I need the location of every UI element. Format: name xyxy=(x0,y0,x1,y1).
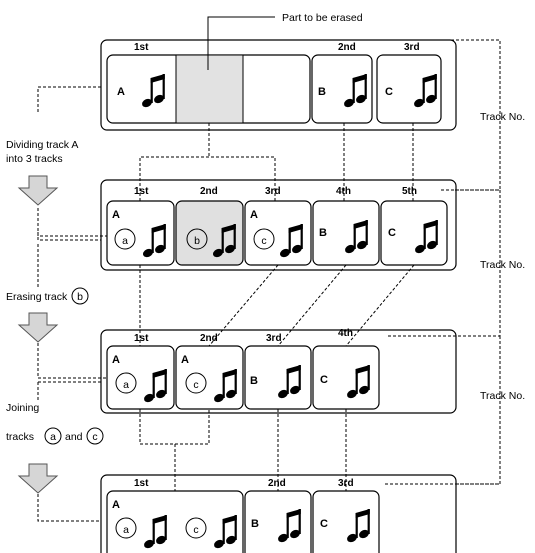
row-1: 1st 2nd 3rd A B C xyxy=(100,39,457,131)
row-3-letter-4: C xyxy=(320,374,328,386)
down-arrow-icon xyxy=(18,312,58,343)
row-2-ordinal-3: 3rd xyxy=(265,186,281,197)
row-3-circle-2 xyxy=(185,372,207,394)
row-3-letter-2: A xyxy=(181,354,189,366)
joining-circle-a xyxy=(44,427,62,445)
row-2-letter-1: A xyxy=(112,209,120,221)
row-2-circle-1 xyxy=(114,228,136,250)
row-1-track-b xyxy=(311,54,373,124)
track-no-brackets: Track No. Track No. Track No. xyxy=(385,39,525,485)
callout-label: Part to be erased xyxy=(282,12,363,24)
callout-leader xyxy=(207,16,275,70)
joining-tracks-label: tracks xyxy=(6,431,34,443)
left-step-path xyxy=(37,86,107,522)
dividing-line-1: Dividing track A xyxy=(6,139,78,151)
dividing-line-2: into 3 tracks xyxy=(6,153,63,165)
row-2-ordinal-1: 1st xyxy=(134,186,149,197)
row-1-ordinal-2: 2nd xyxy=(338,42,356,53)
row-2-track-2 xyxy=(175,200,244,266)
row-3-ordinal-4: 4th xyxy=(338,328,353,339)
row-4-circle-2 xyxy=(185,517,207,539)
row-2-circle-label-2: b xyxy=(194,235,200,247)
row-3-ordinal-1: 1st xyxy=(134,333,149,344)
row-2-circle-3 xyxy=(253,228,275,250)
row-1-track-c xyxy=(376,54,442,124)
row-2-circle-label-3: c xyxy=(261,235,266,247)
row-4-letter-1: A xyxy=(112,499,120,511)
joining-and: and xyxy=(65,431,83,443)
row-2-circle-label-1: a xyxy=(122,235,128,247)
track-no-label-1: Track No. xyxy=(480,111,525,123)
row-2-circle-2 xyxy=(186,228,208,250)
joining-line-1: Joining xyxy=(6,402,39,414)
joining-circle-a-label: a xyxy=(50,431,56,443)
down-arrow-icon xyxy=(18,175,58,206)
row-3-circle-1 xyxy=(115,372,137,394)
row-2-ordinal-5: 5th xyxy=(402,186,417,197)
row-3: 1st 2nd 3rd 4th A a A c B C xyxy=(100,328,457,414)
joining-circle-c xyxy=(86,427,104,445)
row-4-circle-label-1: a xyxy=(123,524,129,536)
row-2-letter-5: C xyxy=(388,227,396,239)
row-4-letter-3: C xyxy=(320,518,328,530)
row-4-circle-1 xyxy=(115,517,137,539)
erasing-circle-label: b xyxy=(77,291,83,303)
row-3-circle-label-1: a xyxy=(123,379,129,391)
row-4-ordinal-2: 2nd xyxy=(268,478,286,489)
row-1-letter-b: B xyxy=(318,86,326,98)
track-no-label-3: Track No. xyxy=(480,390,525,402)
row-4-ordinal-1: 1st xyxy=(134,478,149,489)
row-4-letter-2: B xyxy=(251,518,259,530)
joining-circle-c-label: c xyxy=(92,431,97,443)
row-1-letter-c: C xyxy=(385,86,393,98)
track-no-label-2: Track No. xyxy=(480,259,525,271)
row-2: 1st 2nd 3rd 4th 5th A a b A c B C xyxy=(100,179,457,271)
row-3-letter-1: A xyxy=(112,354,120,366)
row-2-ordinal-4: 4th xyxy=(336,186,351,197)
row-connectors xyxy=(139,123,415,491)
row-3-ordinal-2: 2nd xyxy=(200,333,218,344)
row-2-ordinal-2: 2nd xyxy=(200,186,218,197)
down-arrow-icon xyxy=(18,463,58,494)
row-1-letter-a: A xyxy=(117,86,125,98)
row-2-letter-3: A xyxy=(250,209,258,221)
row-4: 1st 2nd 3rd A a c B C xyxy=(100,474,457,553)
row-3-circle-label-2: c xyxy=(193,379,198,391)
erasing-circle xyxy=(71,287,89,305)
row-1-ordinal-3: 3rd xyxy=(404,42,420,53)
row-3-ordinal-3: 3rd xyxy=(266,333,282,344)
row-4-ordinal-3: 3rd xyxy=(338,478,354,489)
erasing-label: Erasing track xyxy=(6,291,68,303)
row-2-letter-4: B xyxy=(319,227,327,239)
row-3-letter-3: B xyxy=(250,375,258,387)
row-4-circle-label-2: c xyxy=(193,524,198,536)
row-1-ordinal-1: 1st xyxy=(134,42,149,53)
row-1-erase-segment xyxy=(175,54,244,124)
